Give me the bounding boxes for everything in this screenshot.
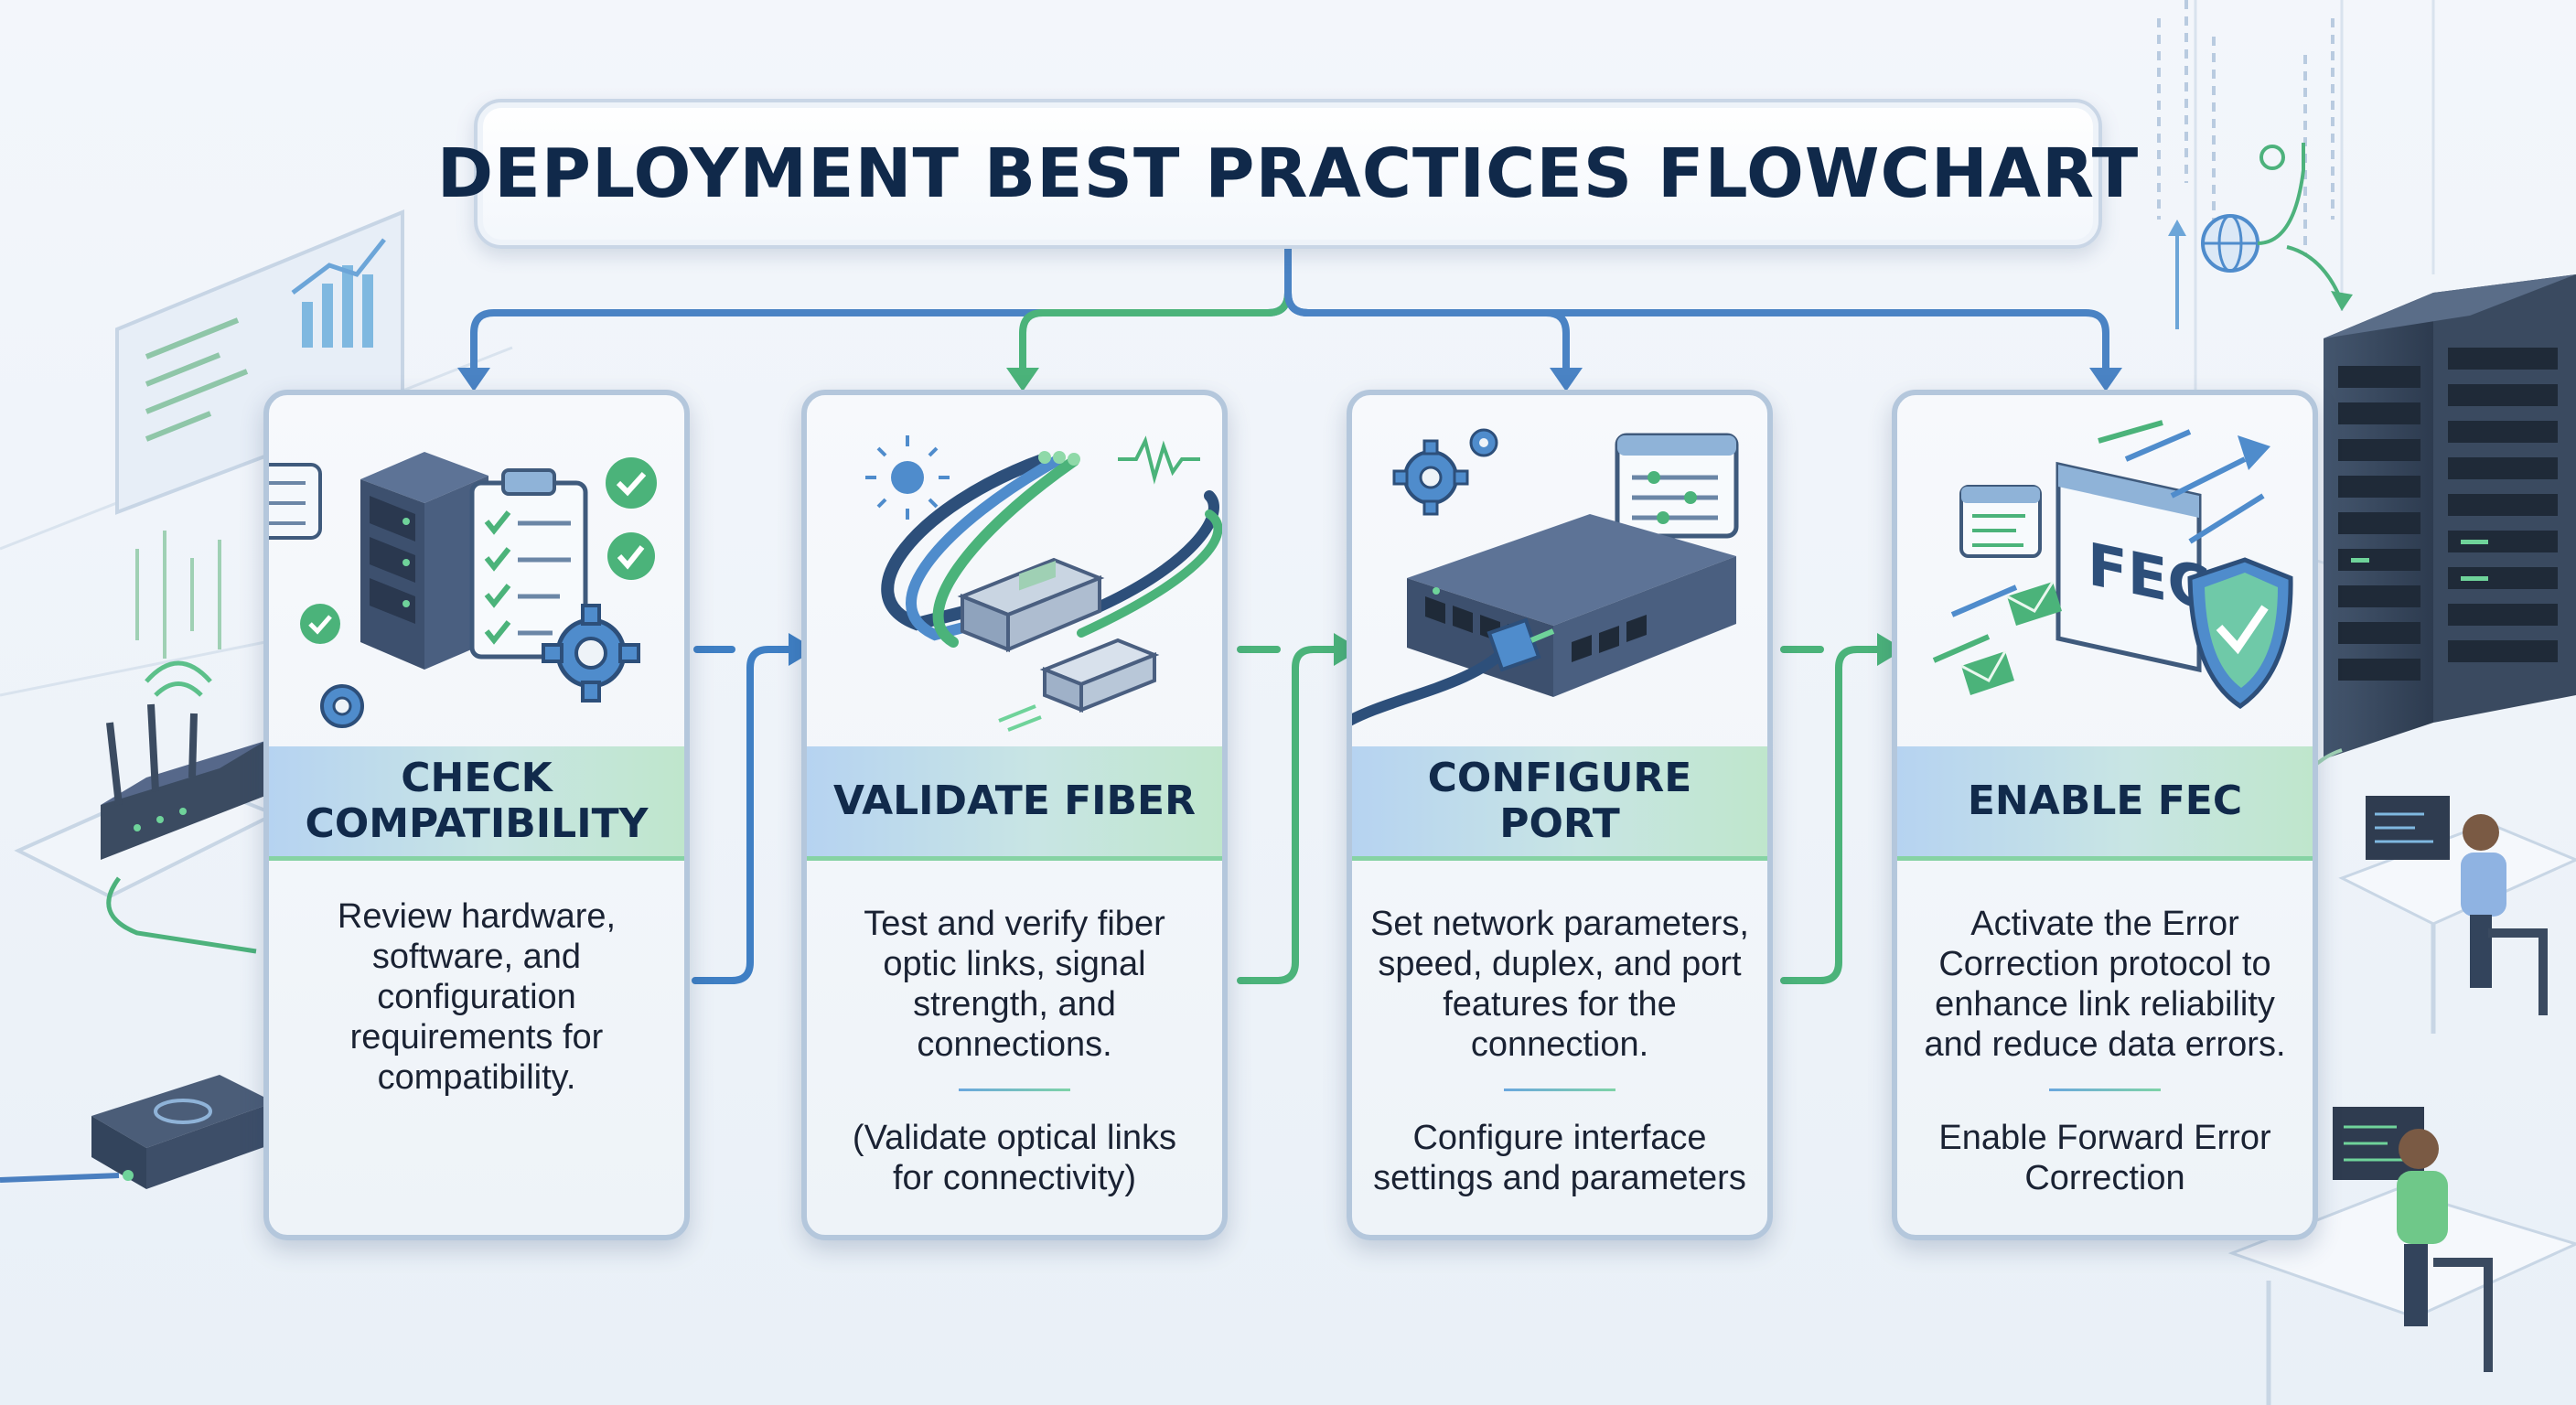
divider [1504, 1089, 1615, 1091]
gear-icon [542, 604, 640, 702]
check-icon [300, 457, 657, 644]
step-description: Test and verify fiber optic links, signa… [864, 905, 1165, 1064]
page-title: DEPLOYMENT BEST PRACTICES FLOWCHART [436, 134, 2140, 213]
step-label: CHECK COMPATIBILITY [305, 755, 649, 847]
shield-icon [2187, 557, 2293, 710]
step-note: Configure interface settings and paramet… [1373, 1119, 1746, 1197]
divider [959, 1089, 1070, 1091]
globe-icon [2201, 214, 2259, 273]
step-note: Enable Forward Error Correction [1938, 1119, 2271, 1197]
fiber-transceiver-icon [865, 435, 1222, 732]
workstation-icon-1 [2338, 796, 2576, 1034]
step-card-configure-port: CONFIGURE PORT Set network parameters, s… [1347, 390, 1773, 1240]
light-icon [865, 435, 950, 520]
step-label: VALIDATE FIBER [833, 778, 1196, 824]
gear-icon [1392, 439, 1469, 516]
envelope-icon [1960, 581, 2062, 695]
router-icon [14, 660, 279, 899]
network-switch-icon [1352, 428, 1739, 726]
divider [2049, 1089, 2161, 1091]
step-description: Set network parameters, speed, duplex, a… [1370, 905, 1749, 1064]
step-note: (Validate optical links for connectivity… [852, 1119, 1177, 1197]
workstation-icon-2 [2227, 1107, 2576, 1405]
step-label-band: CONFIGURE PORT [1352, 746, 1767, 861]
step-card-check-compatibility: CHECK COMPATIBILITY Review hardware, sof… [263, 390, 690, 1240]
step-label: CONFIGURE PORT [1427, 755, 1692, 847]
step-description: Activate the Error Correction protocol t… [1924, 905, 2286, 1064]
step-label-band: CHECK COMPATIBILITY [269, 746, 684, 861]
fec-shield-icon: FEC [1932, 420, 2293, 710]
network-device-icon [91, 1075, 274, 1189]
step-label-band: VALIDATE FIBER [807, 746, 1222, 861]
server-checklist-icon [269, 452, 657, 728]
step-card-enable-fec: FEC ENABLE FEC Activate the Error Correc… [1892, 390, 2318, 1240]
server-rack-icon [2324, 274, 2576, 759]
step-card-validate-fiber: VALIDATE FIBER Test and verify fiber opt… [801, 390, 1228, 1240]
step-description: Review hardware, software, and configura… [337, 897, 617, 1097]
dashboard-screen-icon [115, 209, 404, 515]
title-banner: DEPLOYMENT BEST PRACTICES FLOWCHART [437, 99, 2138, 249]
step-label: ENABLE FEC [1967, 778, 2243, 824]
step-label-band: ENABLE FEC [1897, 746, 2313, 861]
